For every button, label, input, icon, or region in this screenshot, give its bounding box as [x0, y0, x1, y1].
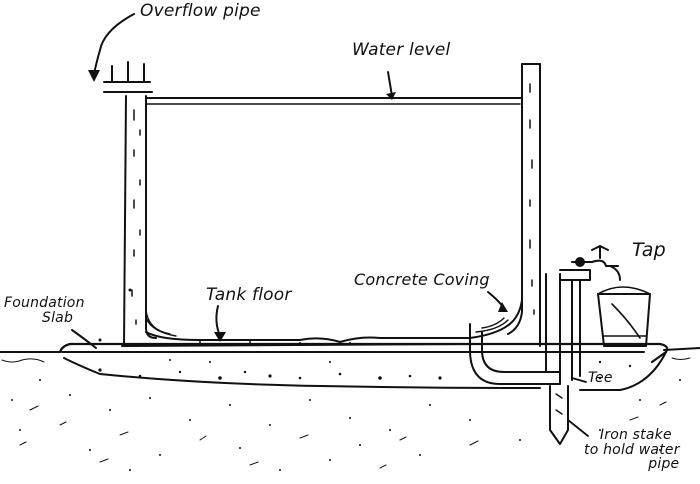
- tee-label: Tee: [588, 370, 613, 386]
- left-coving: [145, 309, 177, 337]
- bucket: [597, 286, 651, 347]
- foundation-slab-label-line-1: Foundation: [4, 295, 85, 311]
- soil-hatching: [19, 401, 667, 469]
- iron-stake-label: Iron stake to hold water pipe: [584, 428, 680, 472]
- tap: [571, 245, 621, 281]
- water-level-label: Water level: [352, 40, 451, 60]
- iron-stake: [549, 385, 569, 445]
- tee-leader: [571, 377, 587, 383]
- foundation-slab: [58, 342, 669, 391]
- overflow-pipe: [103, 61, 153, 93]
- tank-floor-leader: [214, 305, 226, 342]
- water-level-line: [145, 71, 523, 105]
- iron-stake-leader: [567, 419, 589, 437]
- iron-stake-label-line-3: pipe: [648, 456, 680, 473]
- foundation-slab-label: Foundation Slab: [4, 296, 85, 325]
- soil-stipple: [11, 379, 681, 471]
- iron-stake-label-line-2: to hold water: [584, 441, 680, 458]
- concrete-coving-label: Concrete Coving: [354, 270, 490, 289]
- left-tank-wall: [123, 95, 157, 347]
- tank-floor-label: Tank floor: [206, 285, 292, 305]
- concrete-coving-arrow: [487, 291, 508, 312]
- tank-floor: [98, 331, 471, 347]
- concrete-coving: [469, 299, 523, 339]
- overflow-pipe-label: Overflow pipe: [140, 1, 261, 21]
- foundation-slab-label-line-2: Slab: [42, 309, 74, 326]
- overflow-pipe-arrow: [88, 13, 135, 82]
- iron-stake-label-line-1: Iron stake: [599, 427, 672, 443]
- tap-label: Tap: [632, 239, 666, 261]
- right-tank-wall: [507, 63, 541, 347]
- outlet-pipe: [469, 269, 591, 385]
- foundation-slab-leader: [71, 329, 97, 349]
- ground-surface: [0, 347, 700, 363]
